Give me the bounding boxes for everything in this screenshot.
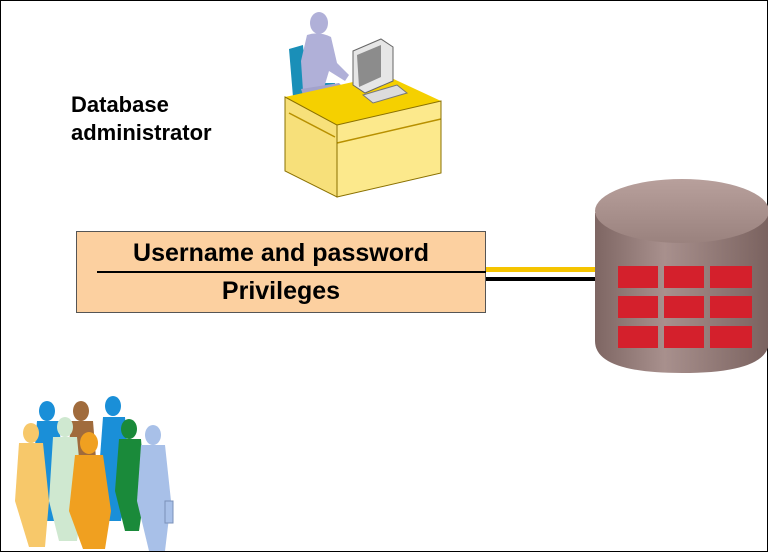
credentials-box: Username and password Privileges <box>76 231 486 313</box>
person-at-desk-icon <box>284 12 442 198</box>
users-label: Users <box>51 361 118 388</box>
crowd-of-people-icon <box>15 396 174 551</box>
box-divider <box>97 271 486 273</box>
dba-label: Database administrator <box>71 92 212 145</box>
database-cells <box>618 266 752 348</box>
database-cylinder-icon <box>595 179 768 373</box>
credentials-label: Username and password <box>133 239 429 267</box>
connector-line <box>485 267 597 281</box>
privileges-label: Privileges <box>221 277 341 305</box>
